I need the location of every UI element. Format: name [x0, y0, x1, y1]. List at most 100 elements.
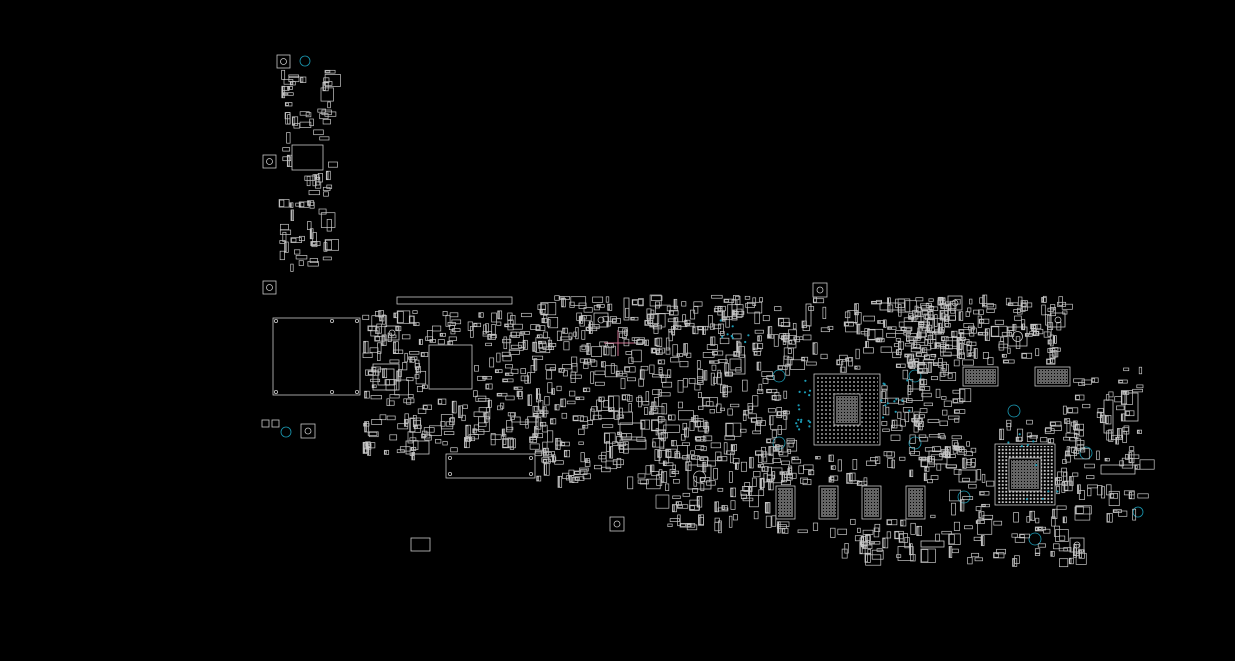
passive-component[interactable]	[759, 297, 763, 303]
passive-component[interactable]	[1041, 304, 1046, 316]
passive-component[interactable]	[507, 312, 513, 321]
passive-component[interactable]	[912, 310, 919, 320]
passive-component[interactable]	[414, 359, 420, 370]
passive-component[interactable]	[1122, 391, 1130, 395]
passive-component[interactable]	[841, 548, 848, 559]
passive-component[interactable]	[525, 418, 529, 429]
passive-component[interactable]	[730, 452, 734, 464]
passive-component[interactable]	[725, 422, 742, 437]
passive-component[interactable]	[854, 365, 861, 370]
passive-component[interactable]	[913, 411, 920, 422]
passive-component[interactable]	[468, 434, 479, 440]
passive-component[interactable]	[951, 502, 956, 516]
passive-component[interactable]	[939, 420, 948, 426]
passive-component[interactable]	[1109, 493, 1118, 499]
passive-component[interactable]	[951, 435, 962, 440]
passive-component[interactable]	[572, 415, 584, 422]
passive-component[interactable]	[625, 307, 630, 319]
passive-component[interactable]	[615, 370, 624, 376]
passive-component[interactable]	[290, 263, 294, 272]
passive-component[interactable]	[661, 471, 668, 483]
passive-component[interactable]	[563, 341, 570, 351]
passive-component[interactable]	[767, 334, 775, 339]
passive-component[interactable]	[1062, 459, 1067, 464]
passive-component[interactable]	[880, 391, 886, 404]
passive-component[interactable]	[919, 379, 928, 386]
passive-component[interactable]	[721, 310, 726, 322]
passive-component[interactable]	[1138, 366, 1143, 375]
passive-component[interactable]	[607, 303, 613, 311]
passive-component[interactable]	[980, 535, 985, 547]
passive-component[interactable]	[978, 309, 984, 315]
passive-component[interactable]	[1063, 480, 1073, 492]
passive-component[interactable]	[601, 361, 606, 368]
passive-component[interactable]	[322, 119, 331, 125]
passive-component[interactable]	[365, 369, 376, 376]
passive-component[interactable]	[578, 441, 584, 445]
passive-component[interactable]	[709, 323, 715, 330]
passive-component[interactable]	[837, 528, 847, 535]
passive-component[interactable]	[1115, 436, 1119, 445]
passive-component[interactable]	[730, 403, 740, 408]
passive-component[interactable]	[622, 328, 627, 339]
passive-component[interactable]	[437, 398, 447, 405]
passive-component[interactable]	[442, 311, 448, 317]
passive-component[interactable]	[699, 477, 711, 483]
passive-component[interactable]	[891, 419, 898, 429]
passive-component[interactable]	[473, 390, 478, 398]
passive-component[interactable]	[509, 412, 515, 420]
passive-component[interactable]	[698, 514, 704, 526]
passive-component[interactable]	[1026, 432, 1033, 438]
passive-component[interactable]	[788, 441, 794, 448]
passive-component[interactable]	[942, 409, 948, 416]
passive-component[interactable]	[605, 296, 610, 303]
passive-component[interactable]	[935, 388, 941, 398]
passive-component[interactable]	[1002, 359, 1015, 364]
passive-component[interactable]	[710, 336, 716, 346]
passive-component[interactable]	[1013, 512, 1019, 523]
passive-component[interactable]	[714, 521, 721, 532]
passive-component[interactable]	[912, 418, 924, 423]
passive-component[interactable]	[1059, 558, 1069, 568]
passive-component[interactable]	[695, 445, 705, 450]
passive-component[interactable]	[658, 432, 668, 439]
passive-component[interactable]	[966, 441, 970, 447]
passive-component[interactable]	[919, 436, 929, 442]
passive-component[interactable]	[420, 352, 429, 357]
passive-component[interactable]	[942, 340, 959, 356]
passive-component[interactable]	[954, 417, 960, 423]
passive-component[interactable]	[417, 408, 427, 414]
passive-component[interactable]	[913, 316, 925, 322]
passive-component[interactable]	[968, 352, 975, 357]
passive-component[interactable]	[581, 344, 586, 350]
passive-component[interactable]	[1128, 491, 1135, 500]
passive-component[interactable]	[1049, 357, 1056, 364]
passive-component[interactable]	[774, 306, 782, 312]
passive-component[interactable]	[661, 403, 668, 415]
passive-component[interactable]	[575, 327, 579, 340]
passive-component[interactable]	[924, 447, 935, 452]
passive-component[interactable]	[478, 422, 487, 427]
passive-component[interactable]	[573, 331, 577, 337]
passive-component[interactable]	[910, 554, 916, 562]
passive-component[interactable]	[1119, 460, 1124, 467]
passive-component[interactable]	[805, 361, 817, 366]
passive-component[interactable]	[504, 323, 513, 328]
passive-component[interactable]	[987, 357, 994, 366]
passive-component[interactable]	[929, 306, 939, 311]
passive-component[interactable]	[720, 407, 725, 412]
passive-component[interactable]	[887, 304, 894, 313]
passive-component[interactable]	[596, 304, 605, 308]
passive-component[interactable]	[859, 541, 868, 546]
passive-component[interactable]	[287, 114, 291, 125]
passive-component[interactable]	[543, 314, 548, 324]
passive-component[interactable]	[939, 372, 957, 381]
passive-component[interactable]	[445, 314, 451, 327]
passive-component[interactable]	[904, 342, 915, 347]
passive-component[interactable]	[752, 430, 761, 435]
passive-component[interactable]	[369, 347, 379, 353]
passive-component[interactable]	[371, 419, 383, 425]
passive-component[interactable]	[665, 337, 670, 351]
passive-component[interactable]	[1021, 319, 1026, 331]
passive-component[interactable]	[727, 304, 744, 318]
